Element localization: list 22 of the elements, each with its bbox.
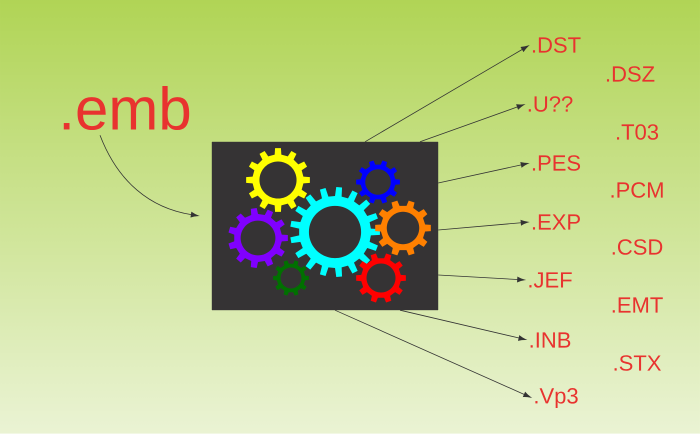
format-label: .CSD [612, 239, 662, 255]
arrow [438, 162, 528, 184]
format-label: .DSZ [606, 66, 654, 82]
arrow [438, 220, 528, 230]
format-label: .PES [532, 155, 580, 171]
format-label: .PCM [612, 182, 663, 198]
format-label: .EMT [612, 297, 663, 313]
arrow [400, 310, 526, 341]
arrow [334, 310, 531, 398]
arrow [420, 104, 524, 142]
format-label: .STX [614, 355, 661, 371]
format-label: .INB [530, 332, 570, 348]
format-label: .T03 [617, 124, 658, 140]
format-label: .Vp3 [535, 388, 578, 408]
arrow [100, 134, 198, 218]
arrow [438, 274, 525, 282]
arrow [364, 46, 529, 142]
format-label: .U?? [528, 96, 572, 112]
format-label: .DST [532, 37, 581, 53]
format-label: .JEF [529, 272, 572, 288]
format-label: .emb [64, 86, 190, 130]
format-label: .EXP [532, 214, 580, 230]
